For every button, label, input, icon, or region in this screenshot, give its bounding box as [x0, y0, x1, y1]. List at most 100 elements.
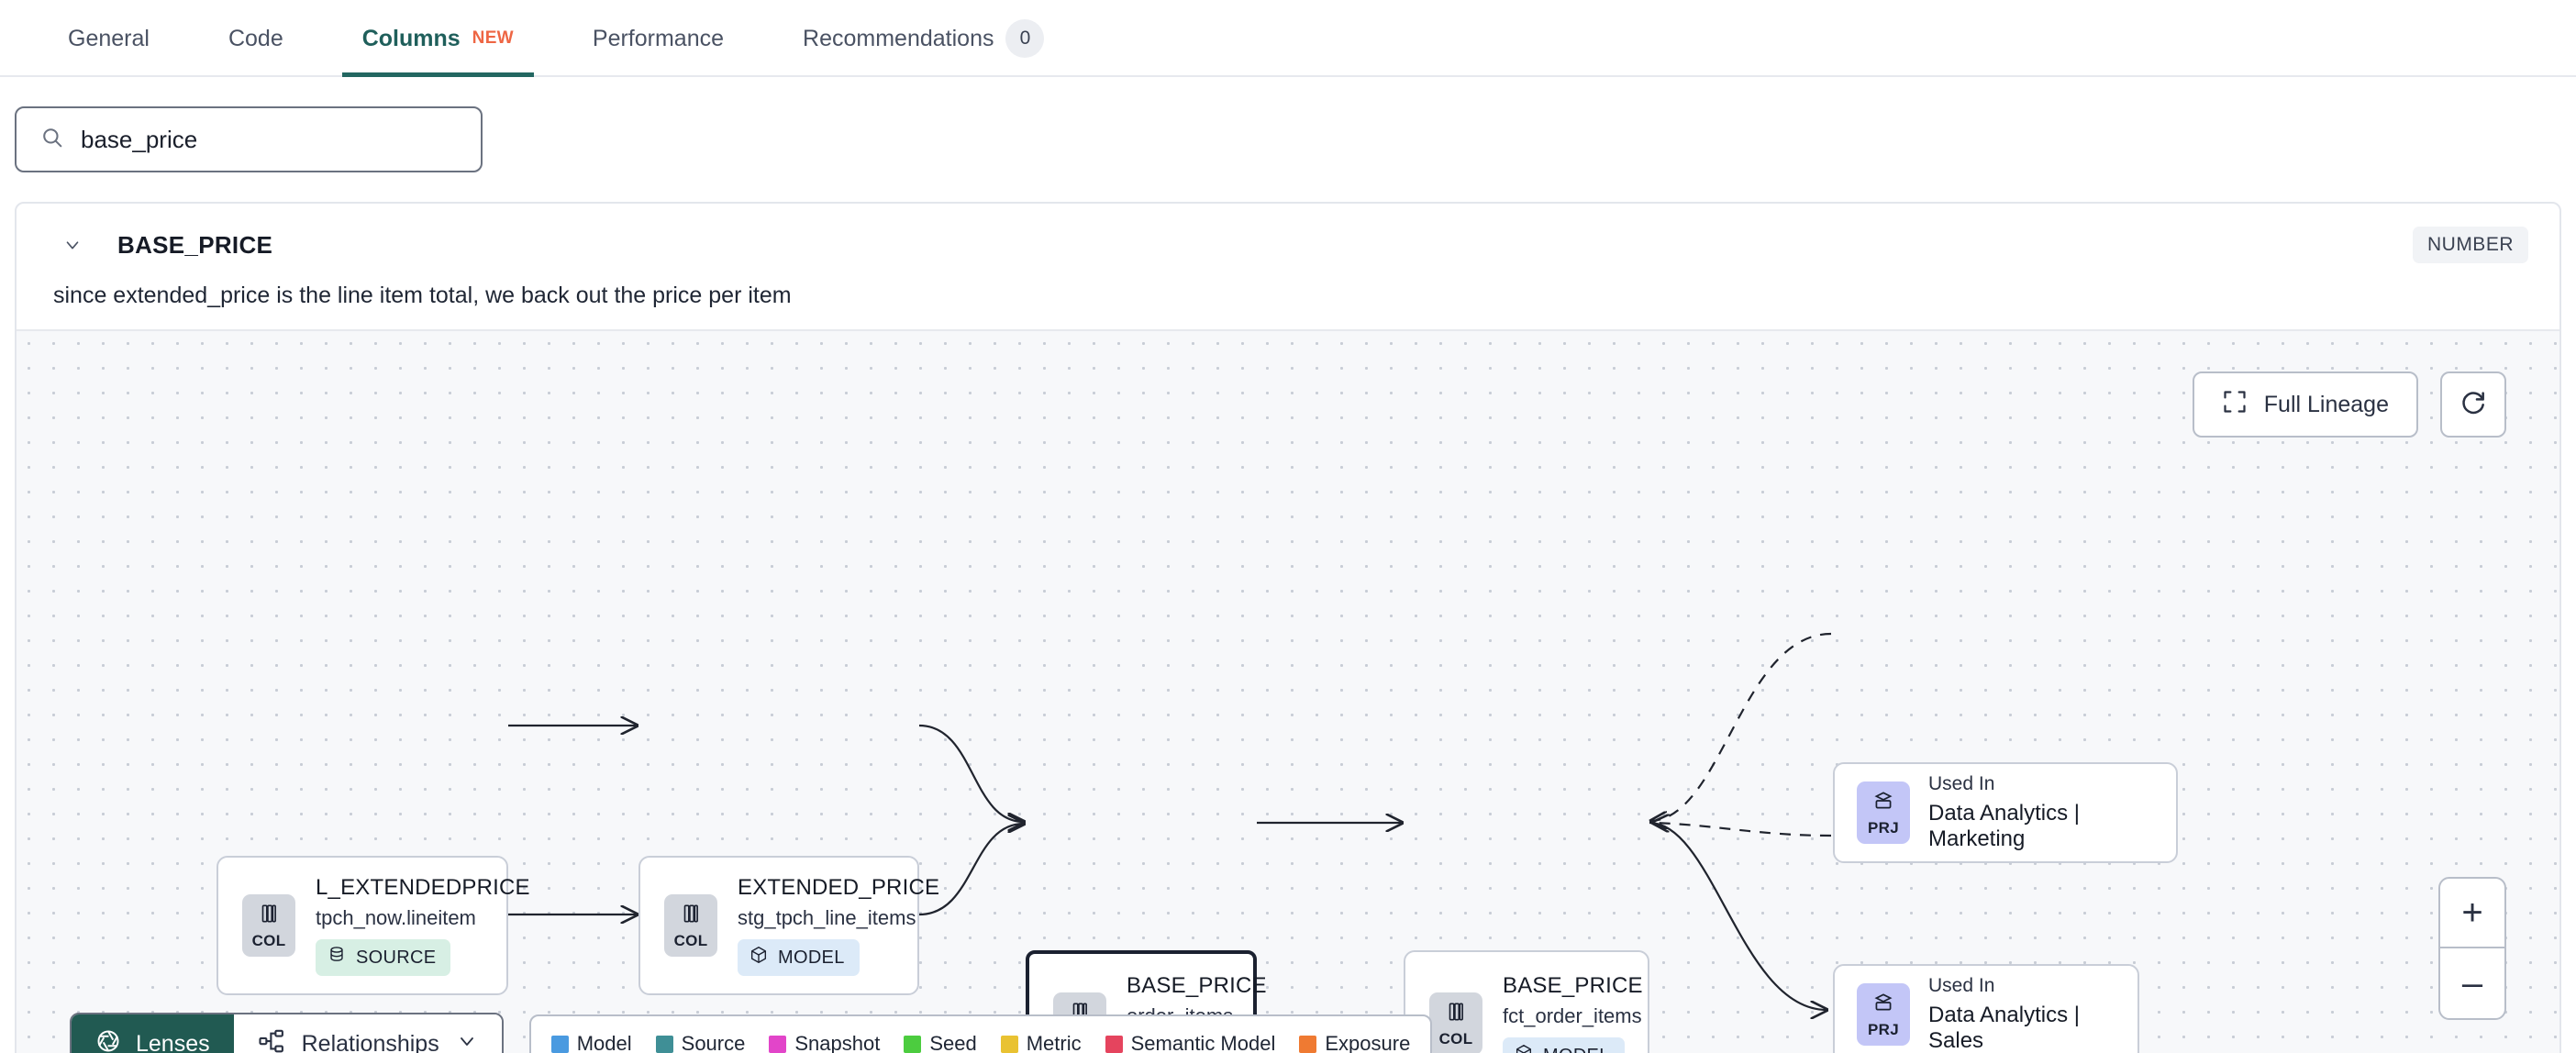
tab-bar: General Code Columns NEW Performance Rec…: [0, 0, 2576, 77]
tab-code-label: Code: [228, 25, 283, 51]
tab-general[interactable]: General: [48, 0, 170, 77]
column-icon: [1444, 1000, 1468, 1028]
col-badge: COL: [664, 894, 717, 957]
lenses-relationships-group: Lenses Relationships: [70, 1013, 504, 1053]
column-header: BASE_PRICE NUMBER: [17, 204, 2559, 266]
lineage-node-subtitle: stg_tpch_line_items: [738, 906, 916, 929]
lineage-node-name: BASE_PRICE: [1503, 973, 1643, 998]
legend-item[interactable]: Model: [550, 1032, 632, 1053]
search-area: [0, 77, 2576, 172]
tab-columns[interactable]: Columns NEW: [341, 0, 535, 77]
chevron-down-icon[interactable]: [59, 231, 86, 259]
tab-recommendations[interactable]: Recommendations 0: [783, 0, 1064, 77]
legend-swatch: [1105, 1035, 1123, 1053]
lineage-node-body: BASE_PRICE fct_order_items MODEL: [1503, 973, 1643, 1053]
tab-code[interactable]: Code: [208, 0, 304, 77]
lineage-node-kind-badge: MODEL: [738, 939, 860, 976]
column-detail-card: BASE_PRICE NUMBER since extended_price i…: [15, 202, 2561, 1053]
col-badge: COL: [242, 894, 295, 957]
lineage-node-kind-label: SOURCE: [356, 947, 437, 968]
legend-swatch: [655, 1035, 673, 1053]
lineage-node-kind-label: MODEL: [778, 947, 845, 968]
tab-general-label: General: [68, 25, 150, 51]
search-box[interactable]: [15, 106, 483, 172]
lineage-project-node[interactable]: PRJ Used In Data Analytics | Sales: [1833, 964, 2139, 1053]
legend-item[interactable]: Snapshot: [769, 1032, 880, 1053]
tab-columns-label: Columns: [361, 25, 461, 51]
model-icon: [749, 945, 769, 970]
refresh-button[interactable]: [2440, 371, 2506, 438]
full-lineage-label: Full Lineage: [2263, 391, 2389, 417]
project-icon: [1871, 789, 1895, 817]
lineage-legend: Model Source Snapshot Seed Metric Semantic Mo…: [528, 1014, 1433, 1053]
project-name: Data Analytics | Sales: [1928, 1003, 2080, 1053]
legend-item[interactable]: Metric: [1000, 1032, 1082, 1053]
zoom-in-button[interactable]: +: [2440, 879, 2504, 948]
lenses-button[interactable]: Lenses: [72, 1014, 234, 1053]
legend-label: Model: [576, 1032, 632, 1053]
canvas-bottom-bar: Lenses Relationships: [70, 1013, 1433, 1053]
lineage-node-name: BASE_PRICE: [1127, 973, 1267, 998]
lineage-canvas[interactable]: Full Lineage + – COL L_EXTENDEDPRIC: [17, 329, 2559, 1053]
lineage-node[interactable]: COL BASE_PRICE fct_order_items MODEL: [1404, 950, 1649, 1053]
lineage-node-name: EXTENDED_PRICE: [738, 875, 940, 900]
refresh-icon: [2459, 387, 2488, 423]
legend-item[interactable]: Seed: [904, 1032, 977, 1053]
legend-swatch: [1299, 1035, 1317, 1053]
lineage-node-name: L_EXTENDEDPRICE: [316, 875, 530, 900]
col-badge-label: COL: [673, 931, 708, 949]
model-icon: [1514, 1043, 1534, 1053]
project-node-body: Used In Data Analytics | Sales: [1928, 975, 2115, 1053]
prj-badge: PRJ: [1857, 781, 1910, 844]
legend-label: Semantic Model: [1130, 1032, 1276, 1053]
used-in-label: Used In: [1928, 773, 1995, 794]
lineage-node-subtitle: tpch_now.lineitem: [316, 906, 476, 929]
prj-badge-label: PRJ: [1868, 1020, 1899, 1038]
lineage-node-kind-badge: SOURCE: [316, 939, 451, 976]
column-type-badge: NUMBER: [2412, 227, 2528, 263]
prj-badge: PRJ: [1857, 983, 1910, 1046]
chevron-down-icon: [456, 1030, 478, 1053]
zoom-controls: + –: [2438, 877, 2506, 1020]
zoom-out-button[interactable]: –: [2461, 962, 2483, 1003]
search-input[interactable]: [81, 125, 457, 154]
lineage-node-body: L_EXTENDEDPRICE tpch_now.lineitem SOURCE: [316, 875, 530, 976]
tab-new-badge: NEW: [472, 28, 514, 48]
col-badge: COL: [1429, 992, 1482, 1053]
legend-label: Snapshot: [794, 1032, 881, 1053]
legend-label: Source: [681, 1032, 746, 1053]
tab-performance-label: Performance: [592, 25, 725, 51]
legend-item[interactable]: Exposure: [1299, 1032, 1410, 1053]
lineage-node[interactable]: COL L_EXTENDEDPRICE tpch_now.lineitem SO…: [217, 856, 530, 995]
tab-performance[interactable]: Performance: [572, 0, 744, 77]
column-icon: [257, 902, 281, 930]
source-icon: [327, 945, 347, 970]
legend-swatch: [1000, 1035, 1018, 1053]
lineage-project-node[interactable]: PRJ Used In Data Analytics | Marketing: [1833, 762, 2178, 863]
canvas-top-controls: Full Lineage: [2192, 371, 2506, 438]
col-badge-label: COL: [251, 931, 286, 949]
lineage-node[interactable]: COL EXTENDED_PRICE stg_tpch_line_items M…: [638, 856, 939, 995]
legend-label: Metric: [1026, 1032, 1082, 1053]
legend-label: Seed: [929, 1032, 977, 1053]
legend-swatch: [904, 1035, 922, 1053]
legend-item[interactable]: Source: [655, 1032, 746, 1053]
column-description: since extended_price is the line item to…: [53, 283, 792, 308]
project-icon: [1871, 991, 1895, 1019]
aperture-icon: [95, 1028, 121, 1053]
tab-recommendations-label: Recommendations: [803, 25, 994, 51]
column-icon: [679, 902, 703, 930]
relationships-button[interactable]: Relationships: [233, 1014, 502, 1053]
lineage-node-subtitle: fct_order_items: [1503, 1004, 1642, 1027]
relationships-icon: [258, 1027, 285, 1053]
used-in-label: Used In: [1928, 975, 1995, 996]
project-name: Data Analytics | Marketing: [1928, 801, 2080, 851]
legend-item[interactable]: Semantic Model: [1105, 1032, 1276, 1053]
relationships-label: Relationships: [301, 1030, 439, 1053]
legend-label: Exposure: [1325, 1032, 1411, 1053]
full-lineage-button[interactable]: Full Lineage: [2192, 371, 2418, 438]
search-icon: [40, 126, 64, 154]
lineage-node-body: EXTENDED_PRICE stg_tpch_line_items MODEL: [738, 875, 939, 976]
legend-swatch: [769, 1035, 787, 1053]
project-node-body: Used In Data Analytics | Marketing: [1928, 773, 2154, 852]
